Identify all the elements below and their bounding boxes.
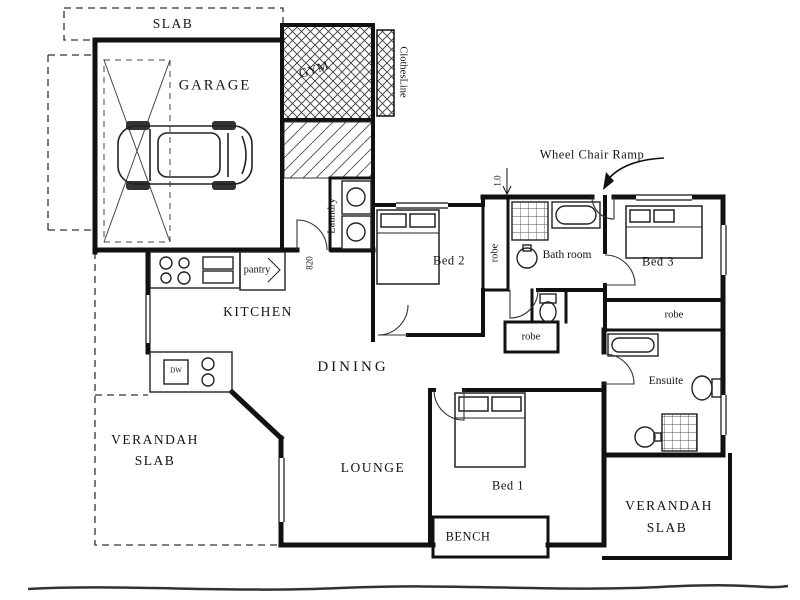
bench-outline [431,515,550,559]
clothesline-area [376,29,395,117]
ensuite-shower-icon [661,413,698,452]
ramp-hatch-area [283,121,373,179]
shower-icon [511,201,549,241]
verandah-left-label-2: SLAB [134,452,176,468]
verandah-right-label-2: SLAB [646,519,688,535]
bed1-bed [454,392,526,468]
stove-icon [159,256,191,285]
interior-walls [328,176,725,559]
scan-artifact [27,584,789,591]
verandah-right-walls [602,453,732,560]
garage-future-area [103,59,171,243]
bed2-label: Bed 2 [432,253,466,268]
clothesline-label: ClothesLine [397,46,409,98]
robe-bed2-label: robe [489,243,501,263]
robe-bed3-label: robe [664,309,684,321]
verandah-right-label-1: VERANDAH [625,497,713,513]
ensuite-vanity-icon [634,426,662,448]
bathroom-vanity-icon [516,244,538,269]
island-sink-icon [201,357,215,371]
wheelchair-ramp-label: Wheel Chair Ramp [539,147,645,162]
wheelchair-ramp-arrow [603,157,665,190]
bathroom-fixtures [511,201,601,269]
bed3-label: Bed 3 [641,254,675,269]
laundry-label: Laundry [326,198,338,234]
exterior-walls [92,37,726,548]
bed1-label: Bed 1 [491,478,525,493]
pantry-shelves [239,251,286,291]
dishwasher-icon [163,359,189,385]
slab-top-label: SLAB [152,15,194,31]
bed2-bed [376,209,440,285]
bed3-bed [625,205,703,259]
island-bench [149,351,233,393]
robe-hall-label: robe [521,331,541,343]
door-width-dim: 820 [304,256,315,270]
ramp-width-dim: 1.0 [492,175,503,187]
bathroom-label: Bath room [542,248,592,261]
ramp-dim-arrow [502,168,512,196]
verandah-left-label-1: VERANDAH [111,431,199,447]
dishwasher-label: DW [170,366,182,375]
bench-label: BENCH [445,529,491,544]
washer-dryer-icons [341,180,372,250]
pantry-label: pantry [243,264,271,276]
car-icon [117,121,253,190]
ensuite-fixtures [607,333,722,452]
kitchen-bench [149,251,286,291]
ensuite-label: Ensuite [648,374,684,387]
verandah-left-outline [94,252,281,546]
windows [143,192,728,522]
kitchen-sink-icon [202,256,234,284]
ensuite-bath-icon [607,333,659,357]
dining-label: DINING [317,359,389,376]
wc-toilet-icon [539,293,557,323]
garage-label: GARAGE [178,77,252,94]
lounge-label: LOUNGE [340,459,406,475]
kitchen-label: KITCHEN [223,303,293,319]
bath-icon [551,201,601,229]
ensuite-toilet-icon [691,375,722,401]
door-arcs [296,196,636,421]
